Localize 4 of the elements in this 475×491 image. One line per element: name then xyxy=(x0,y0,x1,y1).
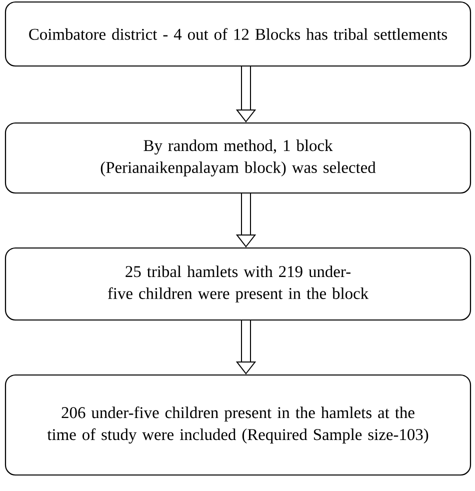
process-box: 206 under-five children present in the hamlets at the time of study were included (Required Sample size-103) xyxy=(4,374,472,476)
process-box: By random method, 1 block (Perianaikenpalayam block) was selected xyxy=(4,122,472,194)
process-box: 25 tribal hamlets with 219 under-five children were present in the block xyxy=(4,247,472,321)
process-box: Coimbatore district - 4 out of 12 Blocks has tribal settlements xyxy=(4,1,472,67)
